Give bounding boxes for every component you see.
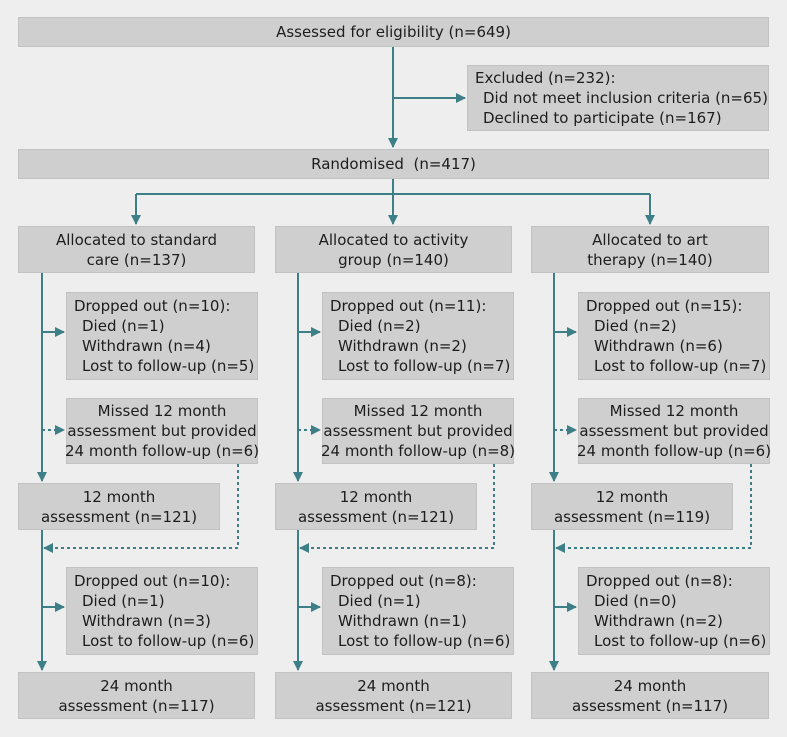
assessment-line: assessment (n=117) xyxy=(571,696,729,715)
assessed-text: Assessed for eligibility (n=649) xyxy=(276,23,511,41)
dropout-item: Withdrawn (n=3) xyxy=(82,612,211,630)
assessment-line: 24 month xyxy=(357,676,430,695)
assessment-line: 24 month xyxy=(100,676,173,695)
arm-3-allocated-box: Allocated to art therapy (n=140) xyxy=(531,226,769,273)
arm-3-12-month-box: 12 month assessment (n=119) xyxy=(531,483,733,530)
missed-line: Missed 12 month xyxy=(609,402,739,420)
arm-3-24-month-box: 24 month assessment (n=117) xyxy=(531,672,769,719)
dropout-item: Lost to follow-up (n=6) xyxy=(82,632,255,650)
missed-line: Missed 12 month xyxy=(97,402,227,420)
dropout-item: Died (n=1) xyxy=(82,592,165,610)
assessment-line: 12 month xyxy=(82,487,156,506)
arm-2-missed-box: Missed 12 month assessment but provided … xyxy=(320,398,516,464)
arm-3-dropout-2-box: Dropped out (n=8): Died (n=0) Withdrawn … xyxy=(578,567,770,655)
assessment-line: 12 month xyxy=(595,487,669,506)
assessment-line: assessment (n=117) xyxy=(58,696,215,715)
assessment-line: assessment (n=121) xyxy=(40,507,198,526)
dropout-item: Withdrawn (n=4) xyxy=(82,337,211,355)
allocated-line: therapy (n=140) xyxy=(587,250,713,269)
missed-line: assessment but provided xyxy=(323,422,513,440)
assessment-line: assessment (n=121) xyxy=(297,507,455,526)
assessment-line: assessment (n=119) xyxy=(553,507,711,526)
arm-2-24-month-box: 24 month assessment (n=121) xyxy=(275,672,512,719)
dropout-title: Dropped out (n=11): xyxy=(330,297,487,315)
allocated-line: care (n=137) xyxy=(86,250,187,269)
randomised-text: Randomised (n=417) xyxy=(311,155,476,173)
arm-1-allocated-box: Allocated to standard care (n=137) xyxy=(18,226,255,273)
excluded-item: Did not meet inclusion criteria (n=65) xyxy=(483,89,768,107)
dropout-item: Lost to follow-up (n=7) xyxy=(338,357,511,375)
allocated-line: Allocated to activity xyxy=(318,230,469,249)
excluded-box: Excluded (n=232): Did not meet inclusion… xyxy=(467,65,769,131)
assessment-line: 12 month xyxy=(339,487,413,506)
dropout-item: Lost to follow-up (n=7) xyxy=(594,357,767,375)
missed-line: Missed 12 month xyxy=(353,402,483,420)
dropout-item: Died (n=0) xyxy=(594,592,677,610)
dropout-item: Lost to follow-up (n=5) xyxy=(82,357,255,375)
excluded-title: Excluded (n=232): xyxy=(475,69,616,87)
arm-1-12-month-box: 12 month assessment (n=121) xyxy=(18,483,220,530)
arm-3-dropout-1-box: Dropped out (n=15): Died (n=2) Withdrawn… xyxy=(578,292,770,380)
missed-line: assessment but provided xyxy=(579,422,769,440)
dropout-item: Withdrawn (n=2) xyxy=(594,612,723,630)
dropout-title: Dropped out (n=15): xyxy=(586,297,743,315)
dropout-item: Lost to follow-up (n=6) xyxy=(594,632,767,650)
arm-2-allocated-box: Allocated to activity group (n=140) xyxy=(275,226,512,273)
dropout-item: Withdrawn (n=2) xyxy=(338,337,467,355)
allocated-line: Allocated to standard xyxy=(56,230,217,249)
assessment-line: assessment (n=121) xyxy=(315,696,472,715)
missed-line: 24 month follow-up (n=6) xyxy=(576,442,772,460)
assessed-box: Assessed for eligibility (n=649) xyxy=(18,17,769,47)
dropout-item: Withdrawn (n=6) xyxy=(594,337,723,355)
arm-3-missed-box: Missed 12 month assessment but provided … xyxy=(576,398,772,464)
dropout-item: Died (n=1) xyxy=(82,317,165,335)
arm-2-12-month-box: 12 month assessment (n=121) xyxy=(275,483,477,530)
dropout-item: Died (n=2) xyxy=(338,317,421,335)
arm-1-dropout-1-box: Dropped out (n=10): Died (n=1) Withdrawn… xyxy=(66,292,258,380)
allocated-line: group (n=140) xyxy=(338,250,449,269)
arm-1-dropout-2-box: Dropped out (n=10): Died (n=1) Withdrawn… xyxy=(66,567,258,655)
arm-2-dropout-1-box: Dropped out (n=11): Died (n=2) Withdrawn… xyxy=(322,292,514,380)
missed-line: 24 month follow-up (n=6) xyxy=(64,442,260,460)
dropout-title: Dropped out (n=10): xyxy=(74,572,231,590)
allocated-line: Allocated to art xyxy=(592,230,708,249)
dropout-item: Died (n=2) xyxy=(594,317,677,335)
arm-1-24-month-box: 24 month assessment (n=117) xyxy=(18,672,255,719)
randomised-box: Randomised (n=417) xyxy=(18,149,769,179)
arm-1-missed-box: Missed 12 month assessment but provided … xyxy=(64,398,260,464)
arm-2-dropout-2-box: Dropped out (n=8): Died (n=1) Withdrawn … xyxy=(322,567,514,655)
dropout-item: Withdrawn (n=1) xyxy=(338,612,467,630)
dropout-title: Dropped out (n=10): xyxy=(74,297,231,315)
missed-line: assessment but provided xyxy=(67,422,257,440)
dropout-title: Dropped out (n=8): xyxy=(586,572,733,590)
dropout-item: Lost to follow-up (n=6) xyxy=(338,632,511,650)
excluded-item: Declined to participate (n=167) xyxy=(483,109,722,127)
dropout-item: Died (n=1) xyxy=(338,592,421,610)
missed-line: 24 month follow-up (n=8) xyxy=(320,442,516,460)
assessment-line: 24 month xyxy=(613,676,687,695)
dropout-title: Dropped out (n=8): xyxy=(330,572,477,590)
